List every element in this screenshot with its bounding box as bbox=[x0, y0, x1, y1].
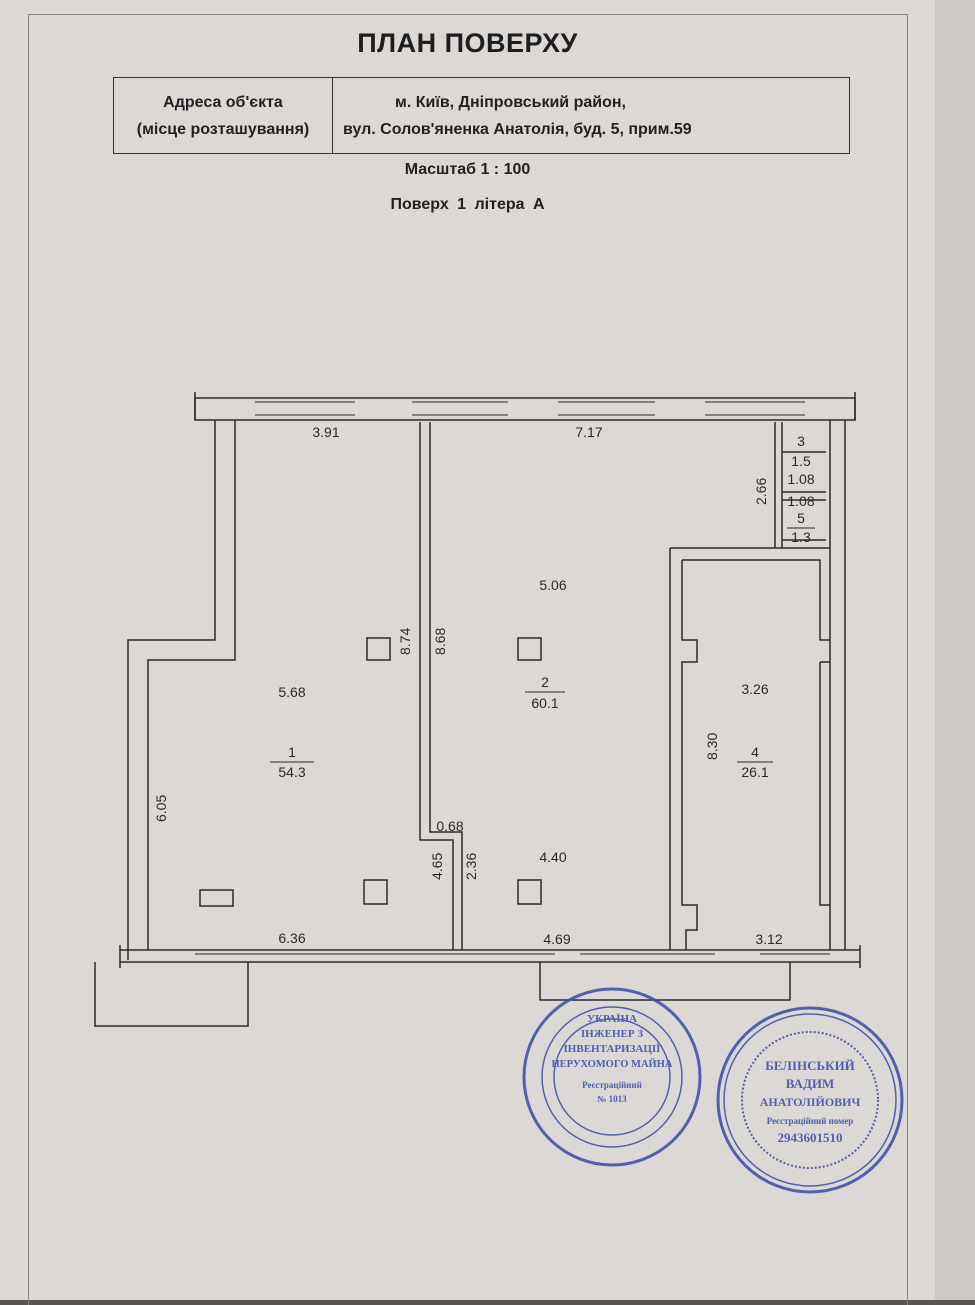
dim-r1-bottom: 6.36 bbox=[278, 930, 305, 946]
dim-r3-5-height: 2.66 bbox=[753, 478, 769, 505]
stamp1-reg-no: № 1013 bbox=[597, 1094, 627, 1104]
room-2-area: 60.1 bbox=[531, 695, 558, 711]
room-4-area: 26.1 bbox=[741, 764, 768, 780]
address-label: Адреса об'єкта (місце розташування) bbox=[114, 78, 333, 153]
stamp1-line1: ІНЖЕНЕР З bbox=[581, 1028, 643, 1040]
dim-r2-notch: 0.68 bbox=[436, 818, 463, 834]
dim-r2-notch-height: 2.36 bbox=[463, 853, 479, 880]
stamp1-reg: Реєстраційний bbox=[582, 1080, 642, 1090]
document-page: ПЛАН ПОВЕРХУ Адреса об'єкта (місце розта… bbox=[0, 0, 935, 1305]
dim-r5-width: 1.08 bbox=[787, 493, 814, 509]
stamp1-line3: НЕРУХОМОГО МАЙНА bbox=[552, 1058, 673, 1070]
dim-r2-upper: 5.06 bbox=[539, 577, 566, 593]
room-4-number: 4 bbox=[751, 744, 759, 760]
dim-top-mid: 7.17 bbox=[575, 424, 602, 440]
dim-r2-lower: 4.40 bbox=[539, 849, 566, 865]
room-labels: 1 54.3 2 60.1 3 1.5 4 26.1 5 1.3 bbox=[270, 433, 815, 780]
room-3-area: 1.5 bbox=[791, 453, 811, 469]
address-label-line2: (місце розташування) bbox=[136, 120, 310, 138]
page-frame bbox=[28, 14, 908, 1305]
room-2-number: 2 bbox=[541, 674, 549, 690]
stamp2-line2: ВАДИМ bbox=[786, 1076, 835, 1091]
dim-r1-width: 5.68 bbox=[278, 684, 305, 700]
stamp1-line2: ІНВЕНТАРИЗАЦІЇ bbox=[564, 1042, 661, 1055]
document-title: ПЛАН ПОВЕРХУ bbox=[357, 28, 578, 58]
dim-r4-width: 3.26 bbox=[741, 681, 768, 697]
stamp2-line3: АНАТОЛІЙОВИЧ bbox=[760, 1095, 861, 1109]
stamp2-line1: БЕЛІНСЬКИЙ bbox=[765, 1058, 855, 1073]
floor-text: Поверх 1 літера А bbox=[390, 196, 545, 213]
address-line2: вул. Солов'яненка Анатолія, буд. 5, прим… bbox=[343, 120, 692, 138]
dim-r4-height: 8.30 bbox=[704, 733, 720, 760]
address-value: м. Київ, Дніпровський район, вул. Солов'… bbox=[333, 78, 849, 153]
dim-r3-width: 1.08 bbox=[787, 471, 814, 487]
address-table: Адреса об'єкта (місце розташування) м. К… bbox=[113, 77, 850, 154]
dim-r2-bottom: 4.69 bbox=[543, 931, 570, 947]
dim-top-left: 3.91 bbox=[312, 424, 339, 440]
fop-stamp: БЕЛІНСЬКИЙ ВАДИМ АНАТОЛІЙОВИЧ Реєстрацій… bbox=[716, 1006, 904, 1194]
stamp1-ukraina: УКРАЇНА bbox=[587, 1012, 637, 1025]
scale-text: Масштаб 1 : 100 bbox=[404, 161, 531, 178]
stamp2-reg: Реєстраційний номер bbox=[767, 1116, 854, 1126]
dim-r1-height: 8.74 bbox=[397, 628, 413, 655]
dimension-labels: 3.91 7.17 8.74 8.68 5.68 6.05 6.36 4.65 … bbox=[153, 424, 815, 947]
engineer-stamp: УКРАЇНА ІНЖЕНЕР З ІНВЕНТАРИЗАЦІЇ НЕРУХОМ… bbox=[522, 987, 702, 1167]
stamp2-reg-no: 2943601510 bbox=[778, 1130, 843, 1145]
dim-r4-bottom: 3.12 bbox=[755, 931, 782, 947]
room-3-number: 3 bbox=[797, 433, 805, 449]
room-1-area: 54.3 bbox=[278, 764, 305, 780]
dim-r1-left: 6.05 bbox=[153, 795, 169, 822]
room-5-area: 1.3 bbox=[791, 529, 811, 545]
room-1-number: 1 bbox=[288, 744, 296, 760]
room-5-number: 5 bbox=[797, 510, 805, 526]
walls bbox=[94, 392, 861, 1027]
address-line1: м. Київ, Дніпровський район, bbox=[395, 93, 626, 111]
address-label-line1: Адреса об'єкта bbox=[163, 93, 283, 111]
dim-r2-height: 8.68 bbox=[432, 628, 448, 655]
dim-r1-step: 4.65 bbox=[429, 853, 445, 880]
